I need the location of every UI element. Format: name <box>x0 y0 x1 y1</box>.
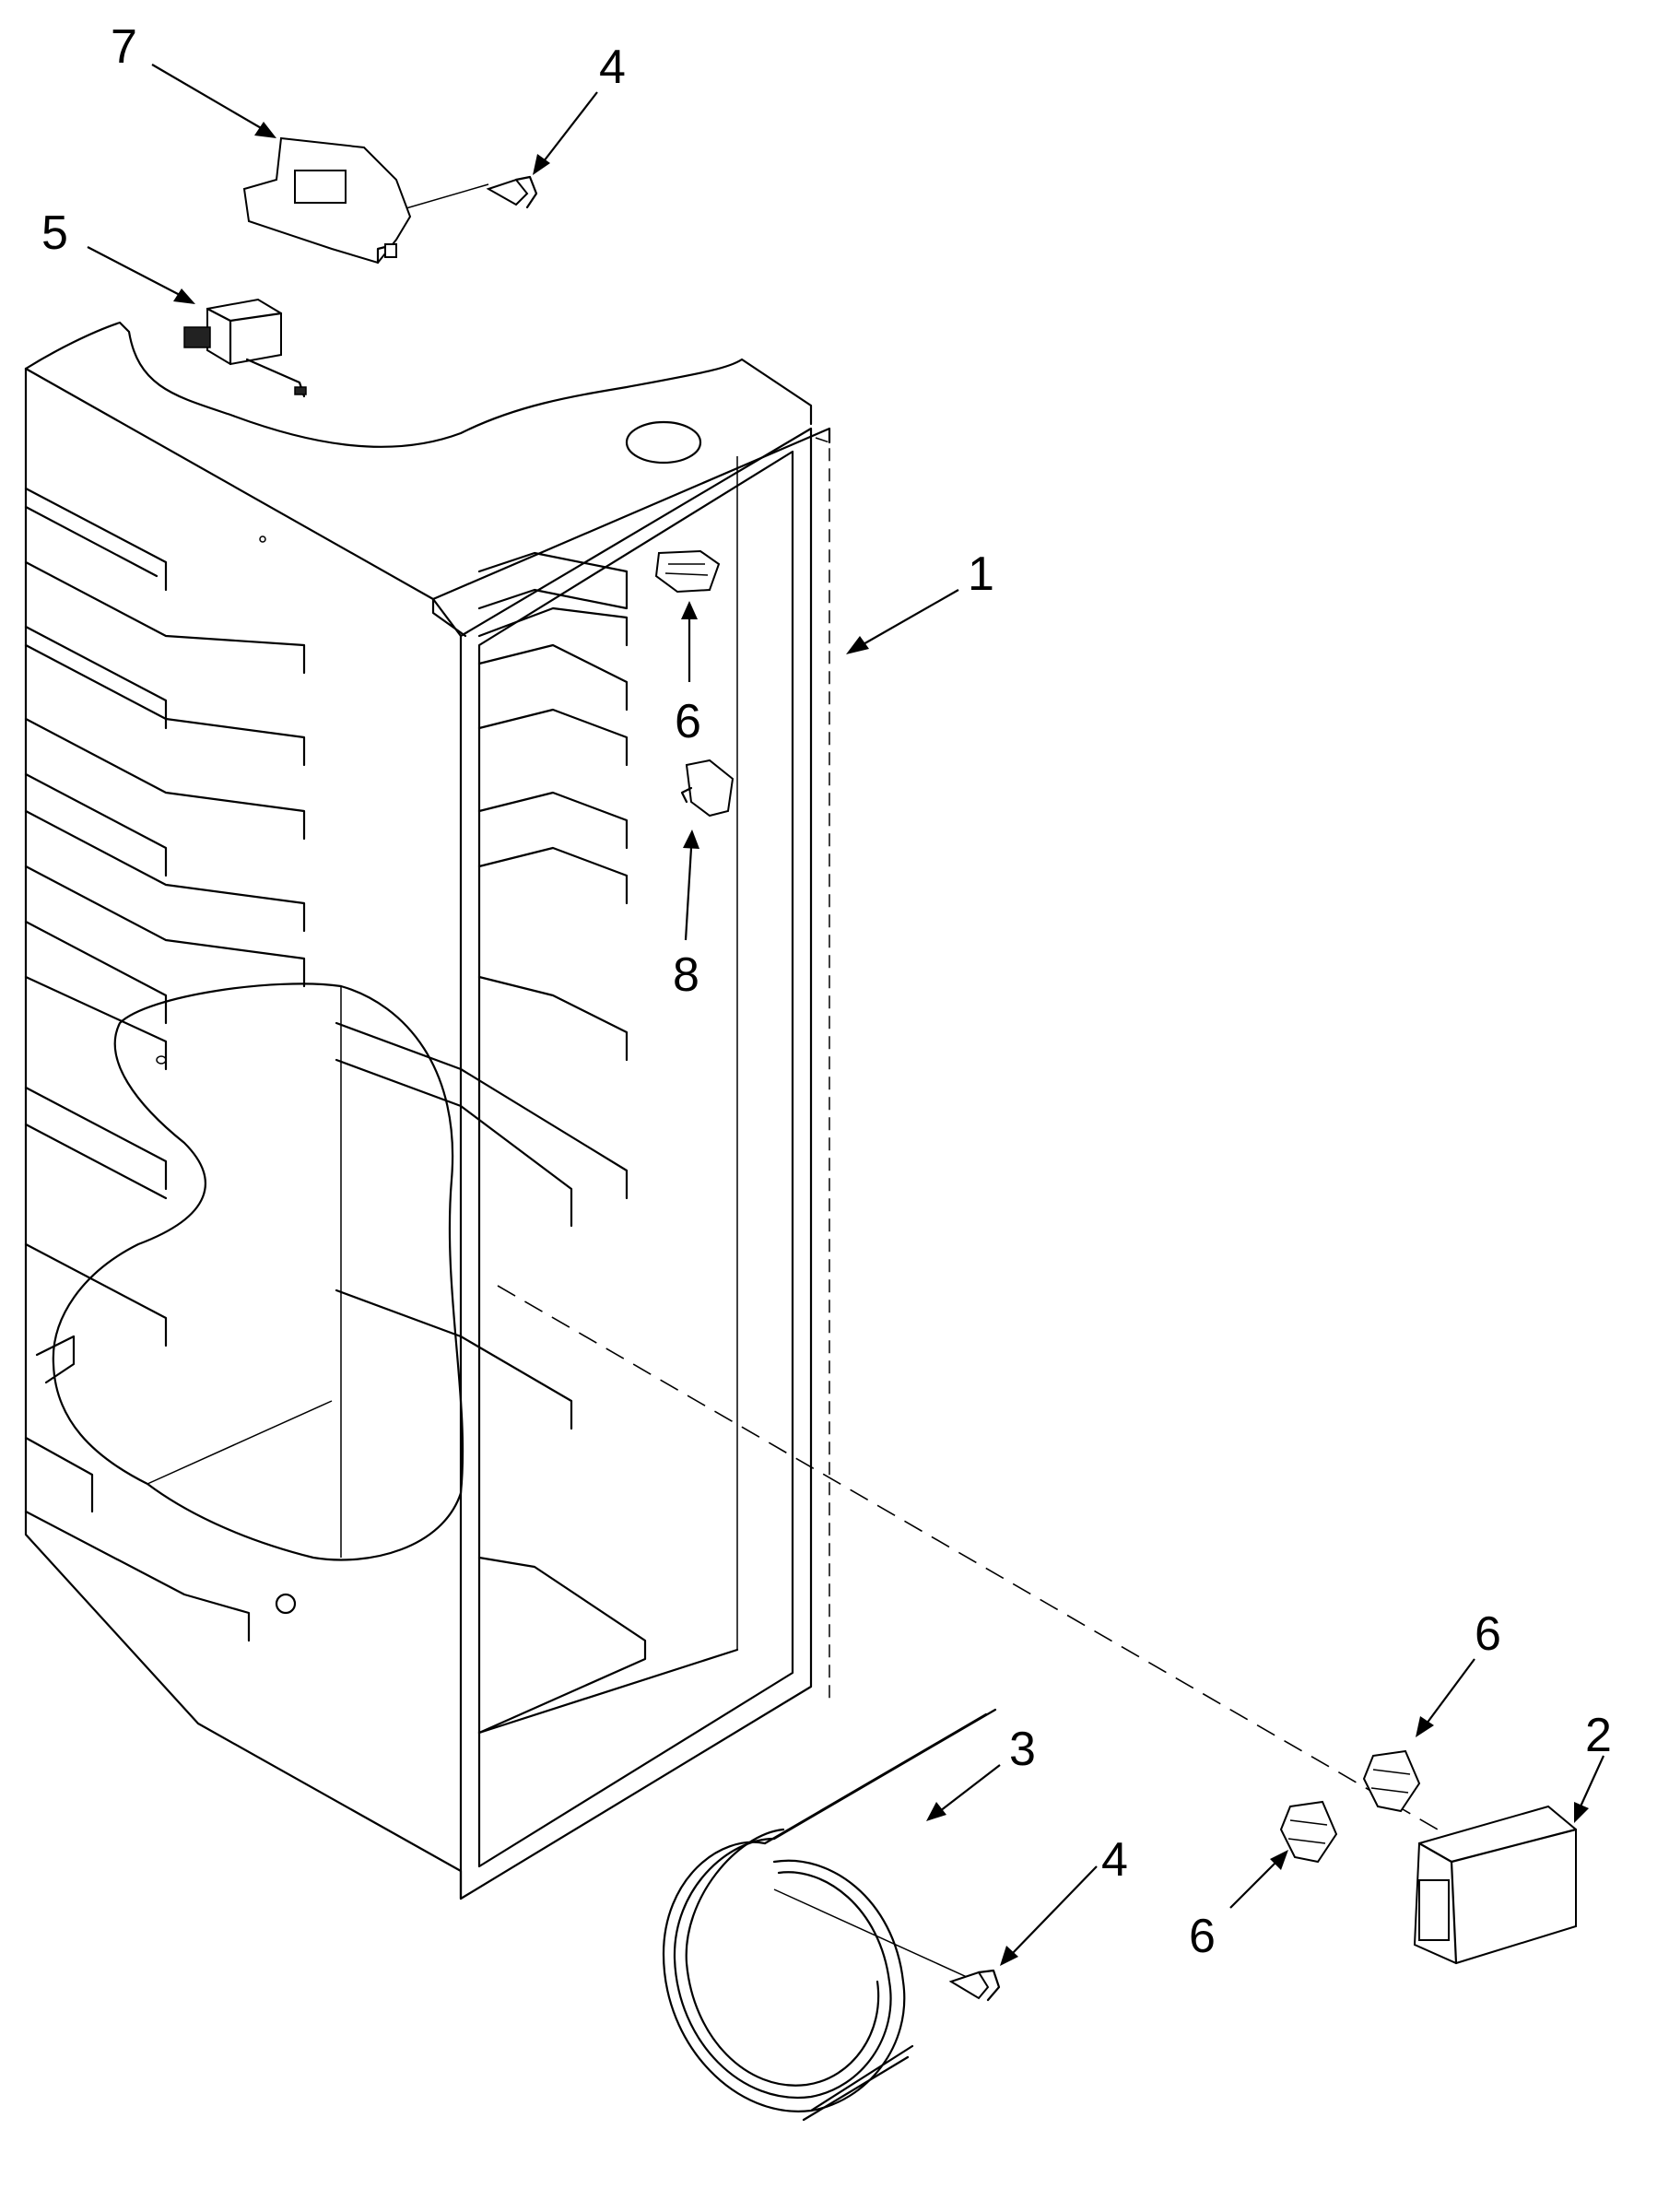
left-wall-shelf-rails <box>24 487 306 1642</box>
callout-4-bottom: 4 <box>1101 1833 1128 1887</box>
callout-4-top: 4 <box>599 41 626 94</box>
clip-part-6-upper <box>654 549 721 594</box>
callout-labels: 7 4 5 1 6 8 6 2 3 4 6 <box>41 20 1612 1963</box>
callout-1: 1 <box>968 547 994 601</box>
callout-5: 5 <box>41 206 68 260</box>
cabinet-liner <box>24 321 831 1900</box>
ice-bin-housing-part-2 <box>1413 1805 1578 1965</box>
cutaway-outline <box>52 982 464 1561</box>
control-module-part-5 <box>183 298 307 398</box>
assembly-line-ice-bin <box>497 1285 1439 1830</box>
callout-7: 7 <box>111 20 137 74</box>
callout-8: 8 <box>673 948 699 1002</box>
clip-part-6-left <box>1279 1800 1338 1864</box>
clip-part-8 <box>680 759 735 818</box>
clip-part-6-right <box>1362 1749 1421 1813</box>
callout-3: 3 <box>1009 1723 1036 1776</box>
callout-6-upper: 6 <box>675 695 701 748</box>
screw-part-4-bottom <box>948 1969 1001 2002</box>
screw-part-4-top <box>486 175 538 209</box>
callout-6-lower: 6 <box>1189 1910 1216 1963</box>
right-interior-shelf-rails <box>335 551 629 1430</box>
callout-2: 2 <box>1585 1709 1612 1762</box>
callout-6-right: 6 <box>1475 1607 1501 1661</box>
bracket-part-7 <box>242 136 412 265</box>
callout-arrows <box>87 64 1605 1966</box>
water-tubing-part-3 <box>662 1708 997 2122</box>
